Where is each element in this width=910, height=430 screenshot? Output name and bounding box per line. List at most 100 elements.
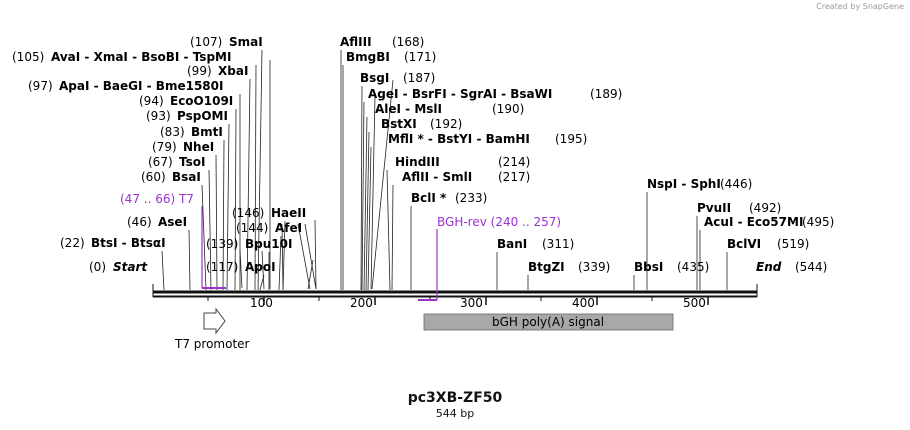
site-position-bani: (311) — [542, 237, 574, 251]
leader-extra-9 — [370, 95, 376, 290]
site-btsi-bts-i[interactable]: (22)BtsI - BtsαI — [60, 236, 166, 250]
site-name-afei: AfeI — [275, 221, 302, 235]
site-name-btsi-bts-i: BtsI - BtsαI — [91, 236, 166, 250]
leader-bsai — [201, 184, 207, 291]
site-asei[interactable]: (46)AseI — [127, 215, 187, 229]
leader-nhei — [215, 154, 218, 291]
site-position-apai-baegi-bme1580i: (97) — [28, 79, 53, 93]
tick-label-100: 100 — [250, 296, 273, 310]
leader-tsoi — [208, 169, 212, 291]
site-name-bmti: BmtI — [191, 125, 223, 139]
site-name-apoi: ApoI — [245, 260, 276, 274]
site-position-bbsi: (435) — [677, 260, 709, 274]
site-position-avai-xmai-bsobi-tspmi: (105) — [12, 50, 44, 64]
site-name-smai: SmaI — [229, 35, 263, 49]
site-position-bclvi: (519) — [777, 237, 809, 251]
primer-label-t7: (47 .. 66) T7 — [120, 192, 194, 206]
site-apoi[interactable]: (117)ApoI — [206, 260, 276, 274]
tick-200: 200 — [350, 296, 376, 310]
leader-bmti — [222, 139, 225, 291]
site-name-afliii: AflIII — [340, 35, 372, 49]
leader-extra-4 — [297, 223, 311, 290]
site-apai-baegi-bme1580i[interactable]: (97)ApaI - BaeGI - Bme1580I — [28, 79, 223, 93]
site-tsoi[interactable]: (67)TsoI — [148, 155, 205, 169]
site-smai[interactable]: (107) SmaI — [190, 35, 263, 49]
site-position-nhei: (79) — [152, 140, 177, 154]
site-aflii-smli[interactable]: (217)AflII - SmlI — [402, 170, 530, 184]
site-bstxi[interactable]: (192)BstXI — [381, 117, 462, 131]
site-alei-msli[interactable]: (190)AleI - MslI — [375, 102, 524, 116]
site-name-bstxi: BstXI — [381, 117, 417, 131]
leader-mfli-bstyi-bamhi — [367, 146, 372, 291]
leader-extra-1 — [261, 250, 265, 290]
leader-extra-7 — [307, 259, 314, 290]
leader-ecoo109i — [234, 108, 237, 291]
site-name-bsai: BsaI — [172, 170, 201, 184]
leader-extra-8 — [371, 79, 394, 290]
site-nhei[interactable]: (79)NheI — [152, 140, 214, 154]
site-position-end: (544) — [795, 260, 827, 274]
site-btgzi[interactable]: (339)BtgZI — [528, 260, 610, 274]
site-name-aflii-smli: AflII - SmlI — [402, 170, 472, 184]
site-bclvi[interactable]: (519)BclVI — [727, 237, 809, 251]
site-bsgi[interactable]: (187)BsgI — [360, 71, 435, 85]
site-position-acui-eco57mi: (495) — [802, 215, 834, 229]
tick-100: 100 — [250, 296, 273, 310]
site-ecoo109i[interactable]: (94)EcoO109I — [139, 94, 233, 108]
site-bcli[interactable]: (233)BclI * — [411, 191, 487, 205]
feature-bgh-polya[interactable]: bGH poly(A) signal — [423, 313, 674, 331]
site-bmgbi[interactable]: (171)BmgBI — [346, 50, 436, 64]
site-mfli-bstyi-bamhi[interactable]: (195)MflI * - BstYI - BamHI — [388, 132, 587, 146]
site-position-afei: (144) — [236, 221, 268, 235]
site-end[interactable]: (544)End — [756, 260, 827, 274]
leader-hindiii — [386, 169, 391, 291]
site-acui-eco57mi[interactable]: (495)AcuI - Eco57MI — [704, 215, 834, 229]
tick-500: 500 — [683, 296, 709, 310]
site-position-smai: (107) — [190, 35, 222, 49]
leader-haeii — [282, 220, 286, 291]
site-bani[interactable]: (311)BanI — [497, 237, 574, 251]
site-name-tsoi: TsoI — [179, 155, 205, 169]
leader-extra-5 — [304, 223, 317, 290]
site-avai-xmai-bsobi-tspmi[interactable]: (105) AvaI - XmaI - BsoBI - TspMI — [12, 50, 231, 64]
feature-label-t7-promoter: T7 promoter — [174, 337, 250, 351]
site-name-avai-xmai-bsobi-tspmi: AvaI - XmaI - BsoBI - TspMI — [51, 50, 231, 64]
site-pvuii[interactable]: (492) PvuII — [697, 201, 781, 215]
site-name-acui-eco57mi: AcuI - Eco57MI — [704, 215, 803, 229]
site-bmti[interactable]: (83) BmtI — [160, 125, 223, 139]
site-start[interactable]: (0)Start — [89, 260, 148, 274]
primer-t7[interactable] — [201, 206, 226, 289]
site-pspomi[interactable]: (93)PspOMI — [146, 109, 228, 123]
site-position-haeii: (146) — [232, 206, 264, 220]
site-bbsi[interactable]: (435) BbsI — [634, 260, 709, 274]
site-name-agei-bsrfi-sgrai-bsawi: AgeI - BsrFI - SgrAI - BsaWI — [368, 87, 552, 101]
site-name-bmgbi: BmgBI — [346, 50, 390, 64]
site-position-bmti: (83) — [160, 125, 185, 139]
leader-aflii-smli — [391, 184, 394, 291]
feature-label-bgh-polya: bGH poly(A) signal — [492, 315, 604, 329]
leader-extra-3 — [281, 223, 284, 290]
leader-asei — [188, 229, 191, 291]
site-hindiii[interactable]: (214)HindIII — [395, 155, 530, 169]
site-xbai[interactable]: (99)XbaI — [187, 64, 248, 78]
plasmid-length: 544 bp — [435, 407, 475, 420]
tick-label-400: 400 — [572, 296, 595, 310]
primer-bgh-rev[interactable] — [418, 229, 438, 301]
site-name-asei: AseI — [158, 215, 187, 229]
tick-label-200: 200 — [350, 296, 373, 310]
site-position-pvuii: (492) — [749, 201, 781, 215]
feature-t7-promoter[interactable]: T7 promoter — [174, 307, 250, 351]
site-afliii[interactable]: (168)AflIII — [340, 35, 424, 49]
site-name-bbsi: BbsI — [634, 260, 663, 274]
site-afei[interactable]: (144) AfeI — [236, 221, 302, 235]
site-agei-bsrfi-sgrai-bsawi[interactable]: (189)AgeI - BsrFI - SgrAI - BsaWI — [368, 87, 622, 101]
site-nspi-sphi[interactable]: (446)NspI - SphI — [647, 177, 752, 191]
leader-pspomi — [226, 123, 230, 291]
site-bsai[interactable]: (60)BsaI — [141, 170, 201, 184]
site-bpu10i[interactable]: (139)Bpu10I — [206, 237, 292, 251]
tick-400: 400 — [572, 296, 598, 310]
site-name-bcli: BclI * — [411, 191, 447, 205]
site-name-pvuii: PvuII — [697, 201, 731, 215]
site-name-start: Start — [113, 260, 148, 274]
site-haeii[interactable]: (146)HaeII — [232, 206, 306, 220]
